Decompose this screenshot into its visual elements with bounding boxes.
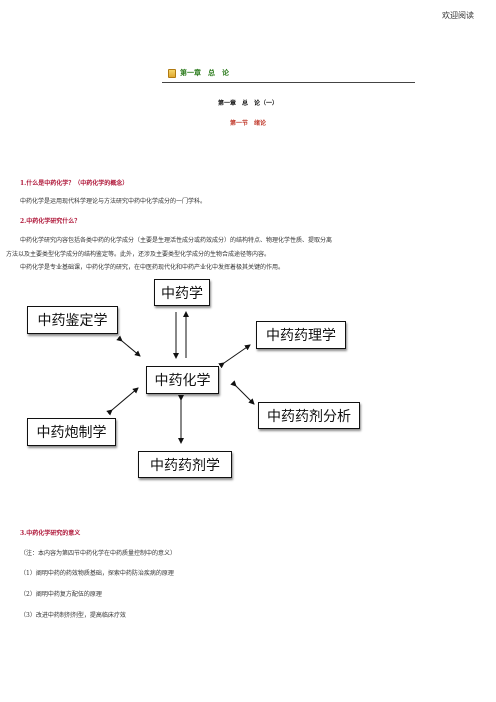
box-yaolixue: 中药药理学: [256, 321, 346, 349]
q3-note: （注：本内容为第四节中药化学在中药质量控制中的意义）: [20, 550, 177, 557]
chapter-title: 第一章 总 论: [180, 68, 229, 77]
q2-heading: 2.中药化学研究什么？: [20, 218, 81, 225]
chapter-divider: [162, 82, 415, 83]
box-zhongyaohuaxue: 中药化学: [146, 366, 219, 394]
book-icon: [168, 68, 176, 78]
chapter-heading: 第一章 总 论: [168, 68, 229, 78]
q2-text-line2: 方法以及主要类型化学成分的结构鉴定等。此外，还涉及主要类型化学成分的生物合成途径…: [6, 251, 271, 258]
arrow-right-top: [218, 344, 251, 369]
q3-item-2: （2）阐明中药复方配伍的原理: [20, 591, 102, 598]
box-yaojixue: 中药药剂学: [138, 451, 232, 478]
section-title: 第一节 绪论: [229, 120, 266, 127]
q1-heading: 1.什么是中药化学？（中药化学的概念）: [20, 180, 129, 187]
arrow-left-top: [116, 335, 141, 357]
q1-text: 中药化学是运用现代科学理论与方法研究中药中化学成分的一门学科。: [20, 198, 207, 205]
q3-heading: 3.中药化学研究的意义: [20, 530, 81, 537]
q2-text-line3: 中药化学是专业基础课，中药化学的研究，在中医药现代化和中药产业化中发挥着极其关键…: [20, 264, 285, 271]
box-paozhixue: 中药炮制学: [27, 418, 116, 446]
welcome-text: 欢迎阅读: [442, 11, 474, 20]
q3-item-1: （1）阐明中药的药效物质基础，探索中药防治疾病的原理: [20, 570, 174, 577]
chapter-subtitle: 第一章 总 论（一）: [217, 100, 278, 107]
arrow-right-bottom: [230, 380, 255, 405]
box-jiandingxue: 中药鉴定学: [27, 306, 118, 334]
arrow-left-bottom: [106, 387, 139, 416]
q2-text-line1: 中药化学研究内容包括各类中药的化学成分（主要是生理活性成分或药效成分）的结构特点…: [20, 237, 333, 244]
box-yaojifenxi: 中药药剂分析: [258, 402, 360, 429]
q3-item-3: （3）改进中药制剂剂型，提高临床疗效: [20, 612, 126, 619]
box-zhongyaoxue: 中药学: [154, 279, 210, 306]
